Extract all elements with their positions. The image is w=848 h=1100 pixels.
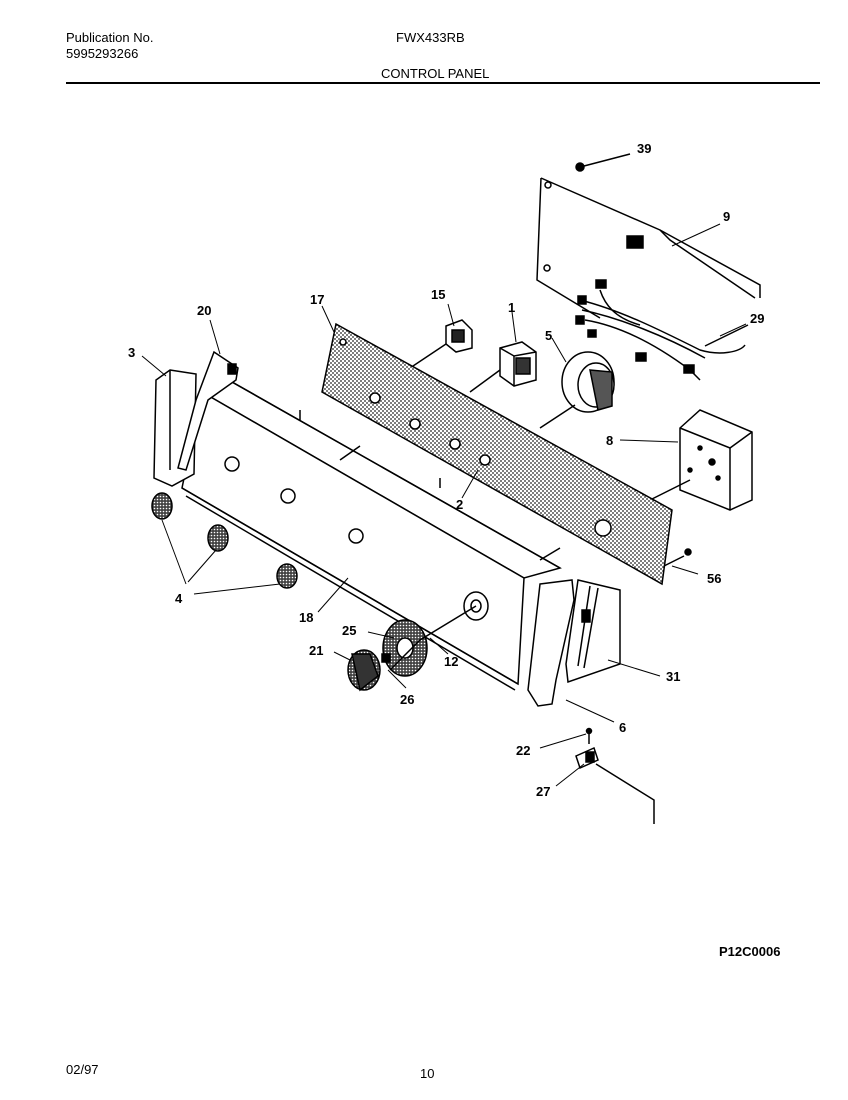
callout-22: 22 <box>516 743 530 758</box>
leader-lines <box>141 223 747 787</box>
callout-1: 1 <box>508 300 515 315</box>
callout-21: 21 <box>309 643 323 658</box>
callout-27: 27 <box>536 784 550 799</box>
callout-2: 2 <box>456 497 463 512</box>
back-cover-part-9 <box>536 177 761 319</box>
timer-part-8 <box>649 409 753 511</box>
callout-20: 20 <box>197 303 211 318</box>
switch-part-15 <box>409 319 473 369</box>
screw-part-39 <box>575 153 631 172</box>
callout-26: 26 <box>400 692 414 707</box>
callout-9: 9 <box>723 209 730 224</box>
callout-31: 31 <box>666 669 680 684</box>
model-number: FWX433RB <box>396 30 465 45</box>
screw-part-22 <box>585 727 593 744</box>
header-rule <box>66 82 820 84</box>
callout-3: 3 <box>128 345 135 360</box>
water-level-switch-part-5 <box>539 351 615 429</box>
right-bracket-part-31 <box>565 579 621 684</box>
callout-25: 25 <box>342 623 356 638</box>
callout-29: 29 <box>750 311 764 326</box>
callout-12: 12 <box>444 654 458 669</box>
footer-date: 02/97 <box>66 1062 99 1077</box>
publication-label: Publication No. <box>66 30 154 45</box>
switch-part-1 <box>469 341 537 393</box>
clip-part-27 <box>575 746 655 824</box>
callout-5: 5 <box>545 328 552 343</box>
callout-6: 6 <box>619 720 626 735</box>
console-back-panel-part-17 <box>321 322 673 586</box>
screw-part-56 <box>663 548 692 567</box>
publication-number: 5995293266 <box>66 46 139 61</box>
page-number: 10 <box>420 1066 435 1081</box>
section-title: CONTROL PANEL <box>381 66 490 81</box>
control-panel-part-18 <box>181 379 562 691</box>
right-end-cap-part-6 <box>527 579 575 707</box>
callout-18: 18 <box>299 610 313 625</box>
left-bracket-part-20 <box>177 350 239 471</box>
callout-39: 39 <box>637 141 651 156</box>
callout-56: 56 <box>707 571 721 586</box>
wire-harness-part-29 <box>575 279 749 381</box>
knobs-part-4 <box>151 492 298 589</box>
figure-code: P12C0006 <box>719 944 781 959</box>
callout-17: 17 <box>310 292 324 307</box>
timer-knob-assembly-parts-21-25-26 <box>347 605 477 692</box>
callout-4: 4 <box>175 591 183 606</box>
callout-15: 15 <box>431 287 445 302</box>
callout-8: 8 <box>606 433 613 448</box>
